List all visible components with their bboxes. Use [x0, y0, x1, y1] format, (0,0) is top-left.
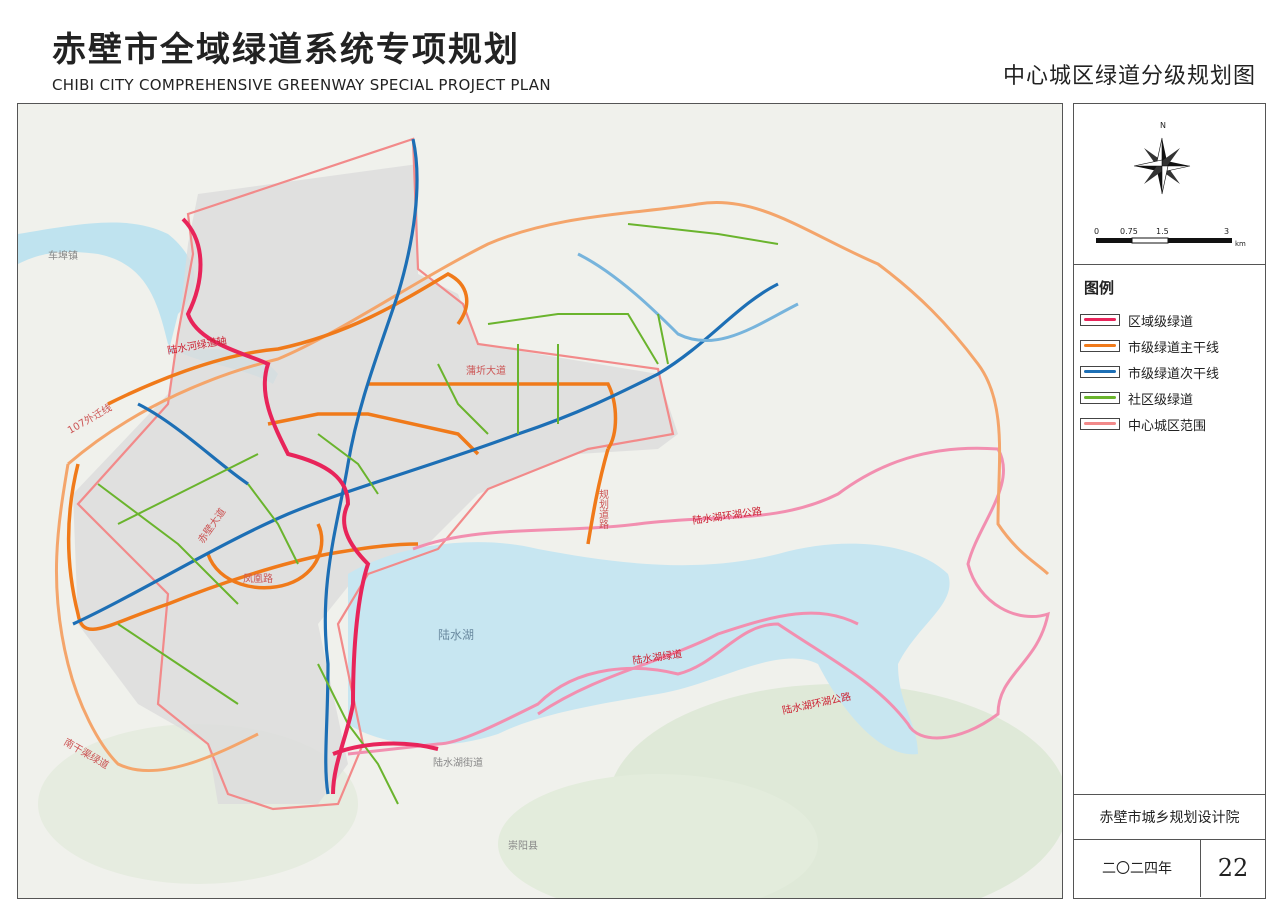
- legend-label-secondary: 市级绿道次干线: [1128, 366, 1220, 382]
- label-place-2: 崇阳县: [508, 840, 538, 852]
- legend-label-boundary: 中心城区范围: [1128, 418, 1207, 434]
- map-svg: 陆水河绿道轴 107外迁线 蒲圻大道 规划道路 赤壁大道 凤凰路 陆水湖环湖公路…: [18, 104, 1062, 898]
- puqi-avenue: [368, 382, 618, 450]
- lake-water: [348, 542, 950, 755]
- secondary-greenway-ew: [72, 282, 779, 626]
- legend-item-boundary: 中心城区范围: [1080, 413, 1206, 435]
- map-canvas[interactable]: 陆水河绿道轴 107外迁线 蒲圻大道 规划道路 赤壁大道 凤凰路 陆水湖环湖公路…: [17, 103, 1063, 899]
- main-greenway-south: [66, 463, 419, 631]
- scale-tick-0: 0: [1094, 227, 1099, 236]
- urban-boundary: [76, 137, 675, 811]
- legend-swatch-main: [1080, 340, 1120, 352]
- legend-swatch-community: [1080, 392, 1120, 404]
- main-greenway-center: [267, 412, 480, 456]
- legend-item-regional: 区域级绿道: [1080, 309, 1193, 331]
- planned-road: [586, 448, 610, 545]
- regional-greenway-axis: [181, 217, 371, 795]
- legend-item-main: 市级绿道主干线: [1080, 335, 1219, 357]
- side-panel: N 0 0.75 1.5 3 km: [1073, 103, 1266, 899]
- outer-main-loop-west: [54, 463, 259, 773]
- scale-tick-3: 3: [1224, 227, 1229, 236]
- fenghuang-road: [206, 523, 324, 590]
- label-lake: 陆水湖: [438, 627, 474, 642]
- date: 二〇二四年: [1074, 839, 1201, 897]
- legend-item-secondary: 市级绿道次干线: [1080, 361, 1219, 383]
- label-place-1: 车埠镇: [48, 249, 78, 262]
- hill-shade: [498, 774, 818, 898]
- secondary-greenway-ns: [323, 138, 419, 795]
- label-place-3: 陆水湖街道: [433, 756, 483, 769]
- page-number: 22: [1217, 854, 1249, 882]
- legend-label-regional: 区域级绿道: [1128, 314, 1194, 330]
- lake-greenway: [537, 611, 859, 716]
- map-name: 中心城区绿道分级规划图: [1002, 64, 1256, 89]
- organization: 赤壁市城乡规划设计院: [1074, 794, 1265, 840]
- north-arrow-icon: [1133, 137, 1191, 195]
- secondary-greenway-east: [577, 252, 799, 343]
- scale-tick-2: 1.5: [1156, 227, 1169, 236]
- regional-greenway-lake: [332, 741, 439, 756]
- scale-bar: 0 0.75 1.5 3 km: [1094, 227, 1246, 248]
- legend-label-main: 市级绿道主干线: [1128, 340, 1220, 356]
- document-subtitle-en: CHIBI CITY COMPREHENSIVE GREENWAY SPECIA…: [52, 76, 551, 94]
- document-title: 赤壁市全域绿道系统专项规划: [52, 30, 520, 70]
- label-puqi: 蒲圻大道: [466, 364, 506, 377]
- label-fenghuang: 凤凰路: [243, 572, 273, 585]
- main-greenway-north: [107, 272, 469, 406]
- north-label: N: [1160, 121, 1166, 130]
- scale-unit: km: [1235, 240, 1246, 248]
- legend-swatch-regional: [1080, 314, 1120, 326]
- legend-title: 图例: [1084, 279, 1115, 297]
- label-planned: 规划道路: [597, 488, 609, 530]
- scale-tick-1: 0.75: [1120, 227, 1138, 236]
- legend-item-community: 社区级绿道: [1080, 387, 1193, 409]
- lake-ring-road: [347, 446, 1050, 756]
- legend-swatch-secondary: [1080, 366, 1120, 378]
- compass-svg: N 0 0.75 1.5 3 km: [1094, 121, 1246, 248]
- legend-label-community: 社区级绿道: [1128, 392, 1194, 408]
- outer-main-loop: [67, 201, 1050, 576]
- legend-swatch-boundary: [1080, 418, 1120, 430]
- compass-scale-box: N 0 0.75 1.5 3 km: [1074, 104, 1265, 265]
- secondary-greenway-west: [137, 402, 249, 486]
